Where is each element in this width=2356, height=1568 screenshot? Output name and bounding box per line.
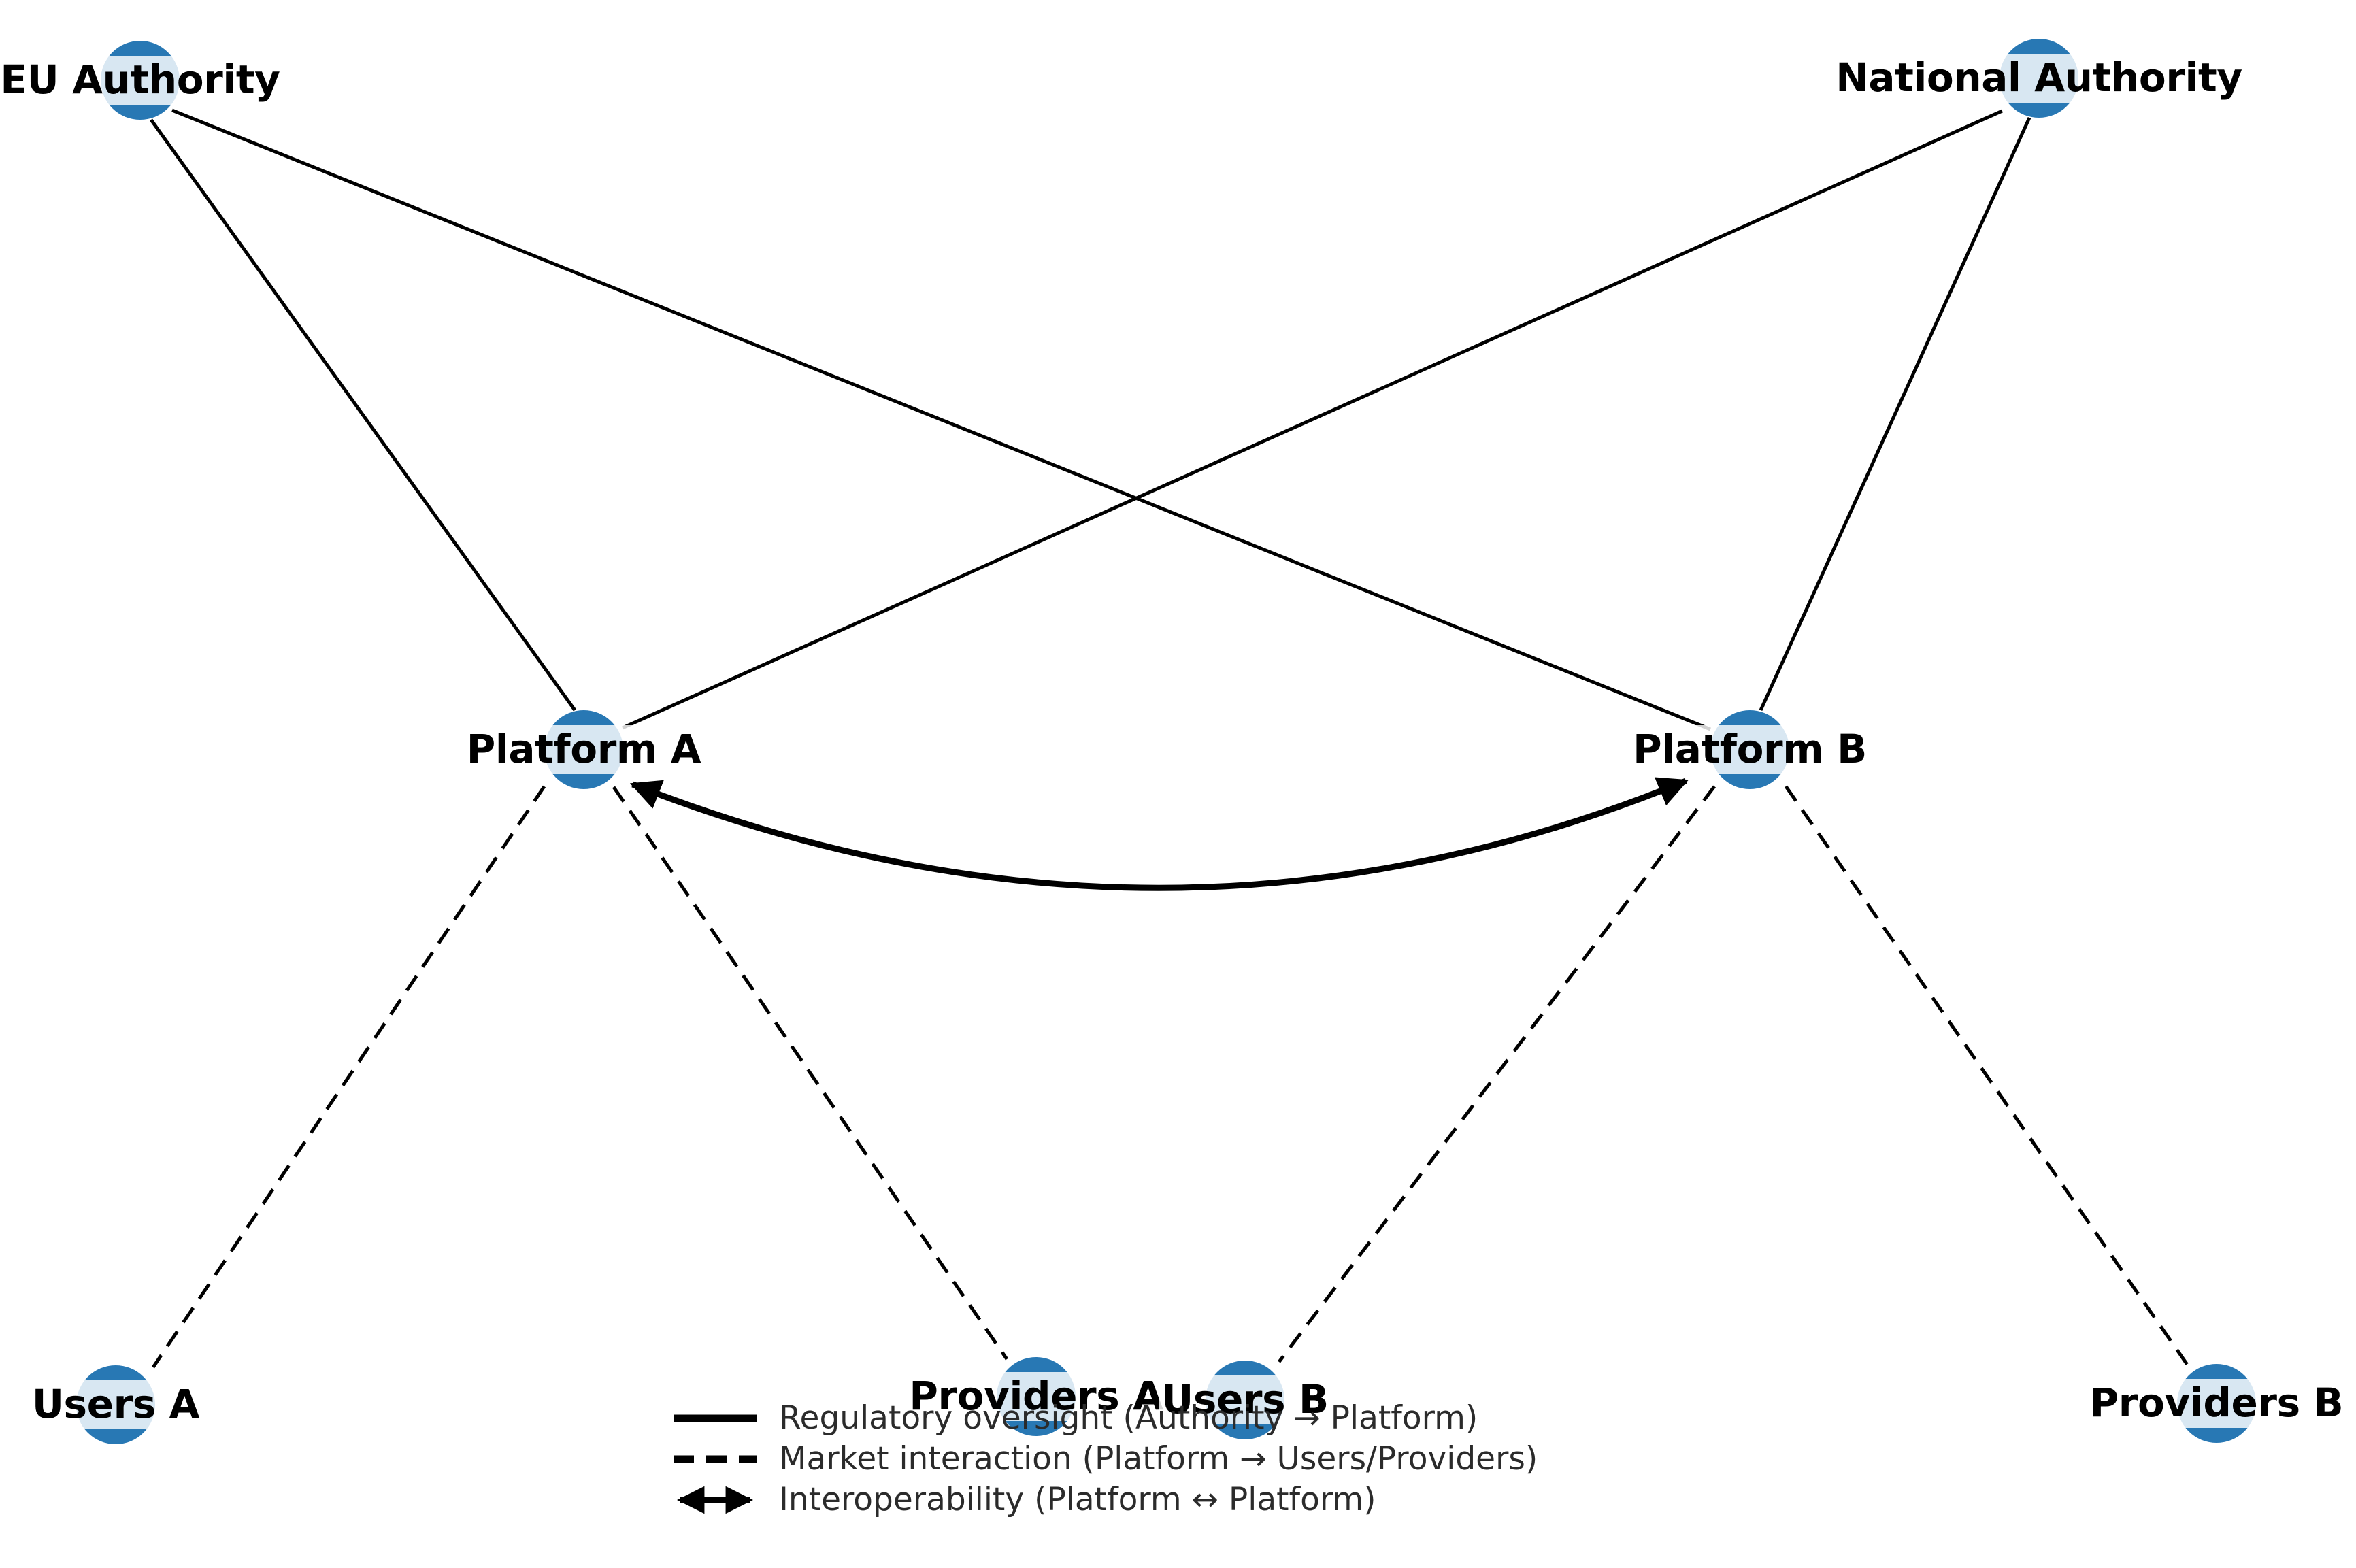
legend-label-interoperability: Interoperability (Platform ↔ Platform) xyxy=(779,1481,1376,1518)
node-label-platform-b: Platform B xyxy=(1630,725,1870,774)
edge-national-authority-to-platform-b xyxy=(1759,116,2031,712)
node-label-providers-b: Providers B xyxy=(2087,1379,2346,1428)
node-label-providers-a: Providers A xyxy=(906,1372,1166,1421)
node-label-eu-authority: EU Authority xyxy=(0,56,283,105)
edges-regulatory-oversight xyxy=(149,108,2031,731)
edge-platform-a-to-platform-b-interop xyxy=(629,777,1689,891)
legend-label-regulatory-oversight: Regulatory oversight (Authority → Platfo… xyxy=(779,1399,1478,1437)
nodes-layer xyxy=(76,39,2256,1444)
edge-platform-b-to-providers-b xyxy=(1784,785,2189,1366)
edge-national-authority-to-platform-a xyxy=(621,109,2004,730)
edge-eu-authority-to-platform-a xyxy=(149,118,577,712)
edge-platform-a-to-providers-a xyxy=(612,786,1009,1361)
legend-item-regulatory-oversight: Regulatory oversight (Authority → Platfo… xyxy=(670,1398,1691,1439)
solid-line-icon xyxy=(674,1414,757,1422)
edge-platform-a-to-users-a xyxy=(151,785,546,1369)
edges-market-interaction xyxy=(151,785,2189,1369)
edge-eu-authority-to-platform-b xyxy=(171,108,1711,731)
legend-item-interoperability: Interoperability (Platform ↔ Platform) xyxy=(670,1480,1691,1520)
legend: Regulatory oversight (Authority → Platfo… xyxy=(670,1398,1691,1520)
node-label-platform-a: Platform A xyxy=(463,725,704,774)
node-label-national-authority: National Authority xyxy=(1833,54,2245,103)
node-label-users-a: Users A xyxy=(29,1380,203,1429)
edge-platform-b-to-users-b xyxy=(1278,785,1716,1363)
dashed-line-icon xyxy=(674,1455,757,1463)
double-arrow-icon xyxy=(676,1486,754,1514)
node-label-users-b: Users B xyxy=(1159,1375,1331,1424)
legend-label-market-interaction: Market interaction (Platform → Users/Pro… xyxy=(779,1440,1538,1478)
legend-item-market-interaction: Market interaction (Platform → Users/Pro… xyxy=(670,1439,1691,1480)
edges-interoperability xyxy=(629,777,1689,891)
